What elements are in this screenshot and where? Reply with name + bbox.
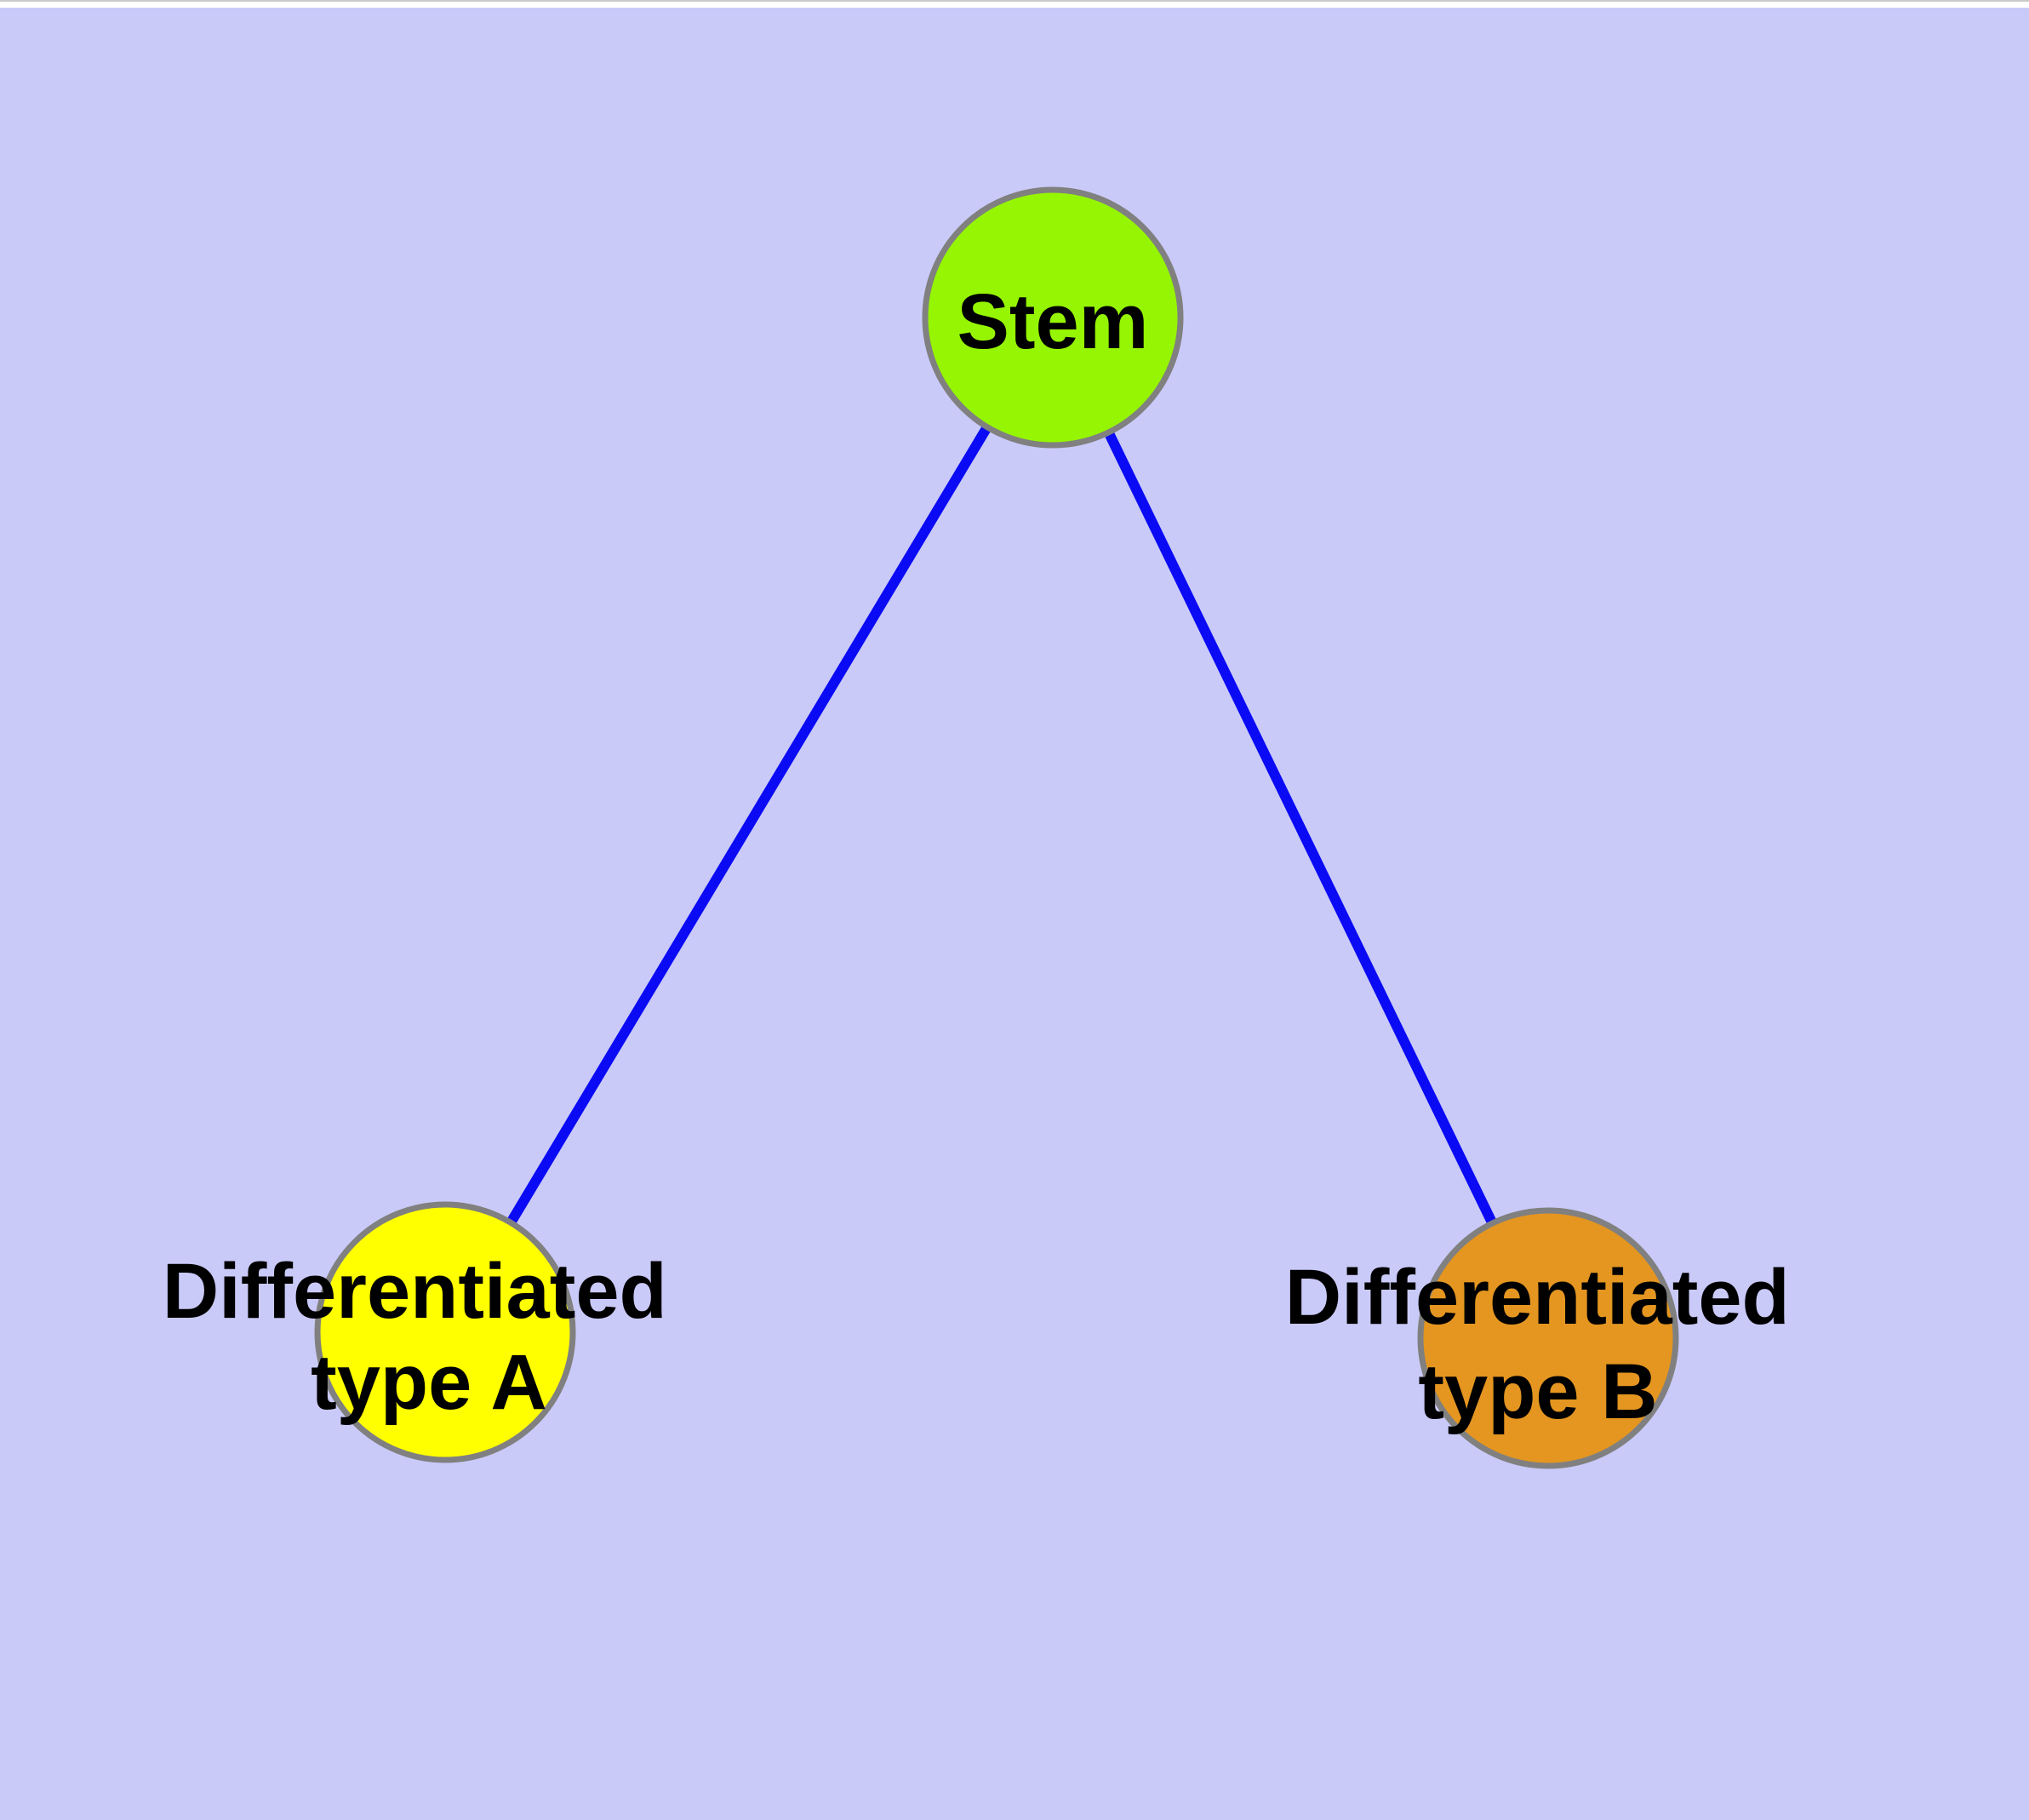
edge-stem-to-type-b xyxy=(1048,315,1553,1341)
node-differentiated-type-a-label: Differentiated type A xyxy=(163,1248,689,1426)
node-stem-label: Stem xyxy=(957,278,1149,365)
node-stem xyxy=(922,186,1184,449)
node-differentiated-type-a xyxy=(314,1201,576,1463)
node-differentiated-type-b-label-line1: Differentiated xyxy=(1285,1254,1790,1341)
node-differentiated-type-b xyxy=(1417,1207,1679,1469)
frame-top-strip xyxy=(0,2,2029,8)
edge-stem-to-type-a xyxy=(440,314,1058,1336)
node-differentiated-type-a-label-line1: Differentiated xyxy=(163,1248,667,1335)
node-differentiated-type-b-label-line2: type B xyxy=(1418,1348,1657,1435)
node-differentiated-type-b-label: Differentiated type B xyxy=(1285,1254,1812,1435)
node-differentiated-type-a-label-line2: type A xyxy=(311,1339,547,1426)
frame-top-line xyxy=(0,0,2029,2)
